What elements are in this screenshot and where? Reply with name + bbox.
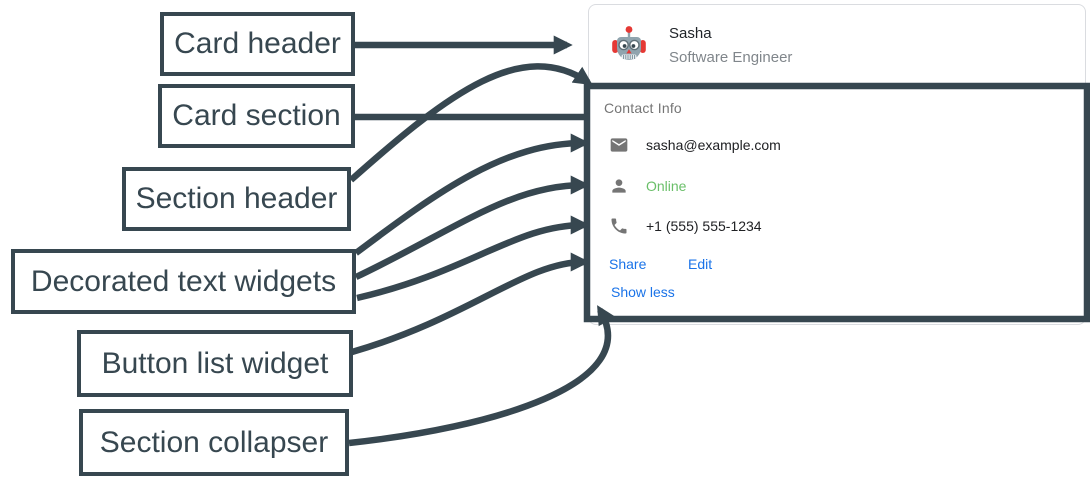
edit-button[interactable]: Edit (688, 256, 713, 272)
decorated-text-row-status: Online (609, 176, 686, 196)
decorated-text-arrow-1 (354, 133, 590, 256)
contact-card: Sasha Software Engineer Contact Info sas… (588, 4, 1086, 325)
email-icon (609, 135, 629, 155)
person-icon (609, 176, 629, 196)
share-button[interactable]: Share (609, 256, 647, 272)
section-collapser-arrow (348, 305, 615, 447)
section-header-arrow (348, 63, 593, 183)
label-section-collapser-text: Section collapser (99, 425, 329, 459)
decorated-text-arrow-2 (354, 175, 590, 280)
label-button-list-widget: Button list widget (77, 330, 353, 397)
label-decorated-text-widgets: Decorated text widgets (11, 249, 356, 314)
decorated-text-arrow-3 (356, 215, 590, 302)
email-text: sasha@example.com (646, 137, 781, 153)
label-card-section: Card section (158, 84, 355, 148)
status-text: Online (646, 178, 687, 194)
label-card-header: Card header (160, 12, 355, 76)
button-list-arrow (351, 252, 590, 356)
card-header-title: Sasha (669, 25, 712, 42)
label-card-section-text: Card section (172, 99, 341, 132)
decorated-text-row-email: sasha@example.com (609, 135, 781, 155)
decorated-text-row-phone: +1 (555) 555-1234 (609, 216, 762, 236)
label-section-collapser: Section collapser (79, 409, 349, 476)
robot-icon (612, 26, 646, 60)
label-section-header-text: Section header (135, 182, 338, 215)
label-section-header: Section header (122, 167, 351, 231)
label-decorated-text-widgets-text: Decorated text widgets (30, 264, 337, 298)
card-header-subtitle: Software Engineer (669, 49, 793, 66)
show-less-button[interactable]: Show less (611, 284, 675, 300)
section-header-text: Contact Info (604, 100, 682, 116)
phone-icon (609, 216, 629, 236)
label-card-header-text: Card header (174, 27, 341, 60)
phone-text: +1 (555) 555-1234 (646, 218, 762, 234)
label-button-list-widget-text: Button list widget (101, 346, 329, 380)
